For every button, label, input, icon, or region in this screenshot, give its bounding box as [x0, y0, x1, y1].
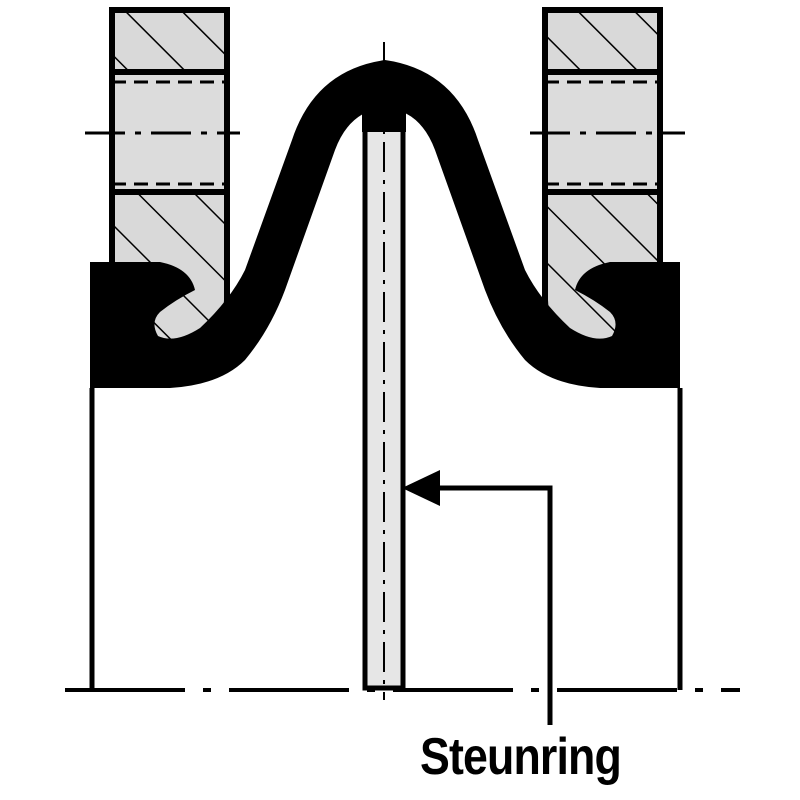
rubber-bellows [90, 60, 680, 388]
flange-left-upper-hatch [109, 7, 230, 75]
support-ring-label: Steunring [420, 728, 622, 786]
flange-right-upper-hatch [542, 7, 663, 75]
callout-leader-line [440, 485, 553, 725]
callout-arrowhead [402, 470, 440, 506]
support-ring [362, 42, 406, 700]
callout-leader [402, 470, 553, 725]
pipe-walls [65, 388, 740, 692]
